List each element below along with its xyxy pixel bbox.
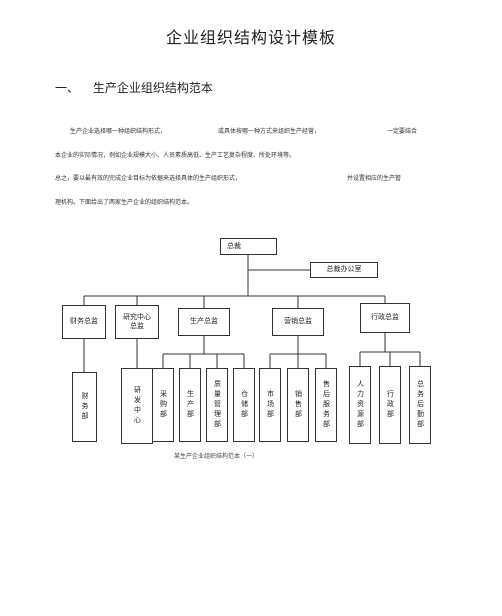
paragraph-line-3-b: 并设置相应的生产管 [347,175,402,182]
org-node-office: 总裁办公室 [310,262,378,278]
org-node-root: 总裁 [220,238,277,255]
chart-caption: 某生产企业组织结构范本（一） [174,453,259,460]
paragraph-line-1-a: 生产企业选择哪一种组织结构形式， [70,128,167,135]
section-title: 生产企业组织结构范本 [92,81,213,95]
paragraph-line-4: 理机构。下面给出了两家生产企业的组织结构范本。 [55,199,194,206]
section-heading: 一、 生产企业组织结构范本 [55,79,213,96]
org-node-director-rnd: 研究中心总监 [115,305,159,339]
paragraph-line-1-c: 一定要结合 [387,128,418,135]
org-node-director-production: 生产总监 [178,308,230,336]
org-node-dept-rnd: 研发中心 [121,368,153,444]
org-node-dept-service: 售后服务部 [315,368,337,442]
page-title: 企业组织结构设计模板 [165,28,336,47]
paragraph-line-1-b: 或具体按哪一种方式来组织生产经营， [218,128,321,135]
org-node-dept-finance: 财务部 [72,372,97,442]
org-node-dept-hr: 人力资源部 [349,366,371,444]
section-number: 一、 [55,81,80,95]
org-node-dept-logistics: 总务后勤部 [409,366,431,444]
org-node-dept-quality: 质量管理部 [206,368,228,442]
org-node-director-finance: 财务总监 [62,305,106,339]
org-node-dept-market: 市场部 [259,368,281,442]
org-node-dept-warehouse: 仓储部 [233,368,255,442]
org-node-dept-purchasing: 采购部 [152,368,174,442]
org-node-dept-sales: 销售部 [287,368,309,442]
org-node-dept-admin: 行政部 [379,366,401,444]
paragraph-line-2: 本企业的实际情况，例如企业规模大小、人员素质高低、生产工艺复杂程度、所处环境等。 [55,152,296,159]
paragraph-line-3-a: 总之，要以最有效的完成企业目标为依据来选择具体的生产组织形式， [55,175,242,182]
org-node-dept-production: 生产部 [179,368,201,442]
org-node-director-marketing: 营销总监 [272,308,324,336]
org-node-director-admin: 行政总监 [360,303,410,333]
